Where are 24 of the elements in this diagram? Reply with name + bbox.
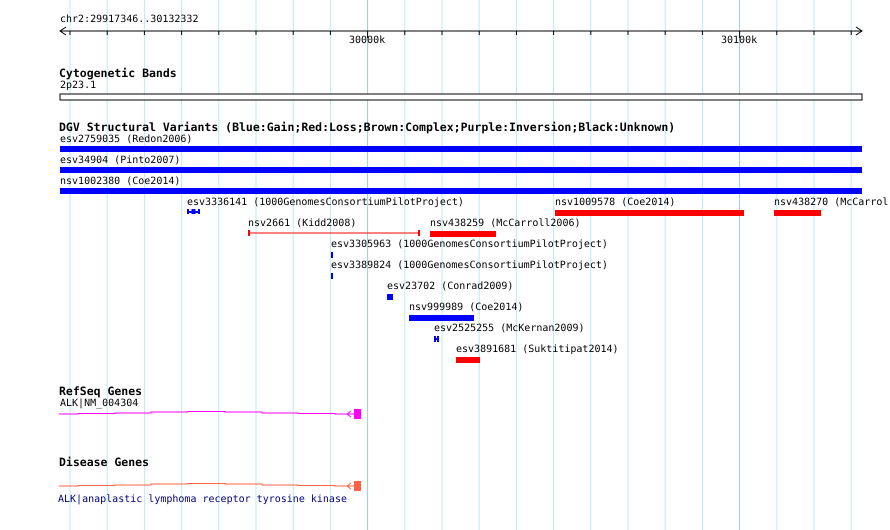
variant-label: nsv1009578 (Coe2014) [555, 197, 676, 209]
variant-label: nsv438259 (McCarroll2006) [430, 218, 581, 230]
variant-label: esv3891681 (Suktitipat2014) [456, 344, 619, 356]
variant-label: esv3305963 (1000GenomesConsortiumPilotProject) [331, 239, 608, 251]
tick-label: 30100k [721, 35, 758, 47]
gene-label: ALK|anaplastic lymphoma receptor tyrosine kinase [58, 494, 347, 506]
variant-label: esv2759035 (Redon2006) [60, 134, 192, 146]
variant-label: esv2525255 (McKernan2009) [434, 323, 585, 335]
band-label: 2p23.1 [60, 80, 96, 92]
track-title: DGV Structural Variants (Blue:Gain;Red:Loss;Brown:Complex;Purple:Inversion;Black:Unknown) [59, 121, 676, 134]
variant-label: esv34904 (Pinto2007) [60, 155, 180, 167]
region-label: chr2:29917346..30132332 [60, 14, 198, 26]
variant-label: nsv438270 (McCarrol [774, 197, 888, 209]
variant-label: nsv2661 (Kidd2008) [248, 218, 356, 230]
variant-label: esv23702 (Conrad2009) [387, 281, 514, 293]
gene-label: ALK|NM_004304 [60, 398, 138, 410]
track-title: RefSeq Genes [59, 385, 142, 398]
variant-label: nsv999989 (Coe2014) [409, 302, 524, 314]
track-title: Disease Genes [59, 456, 150, 469]
variant-label: esv3389824 (1000GenomesConsortiumPilotProject) [331, 260, 608, 272]
track-title: Cytogenetic Bands [59, 67, 177, 80]
variant-label: esv3336141 (1000GenomesConsortiumPilotProject) [187, 197, 464, 209]
variant-label: nsv1002380 (Coe2014) [60, 176, 180, 188]
tick-label: 30000k [349, 35, 386, 47]
